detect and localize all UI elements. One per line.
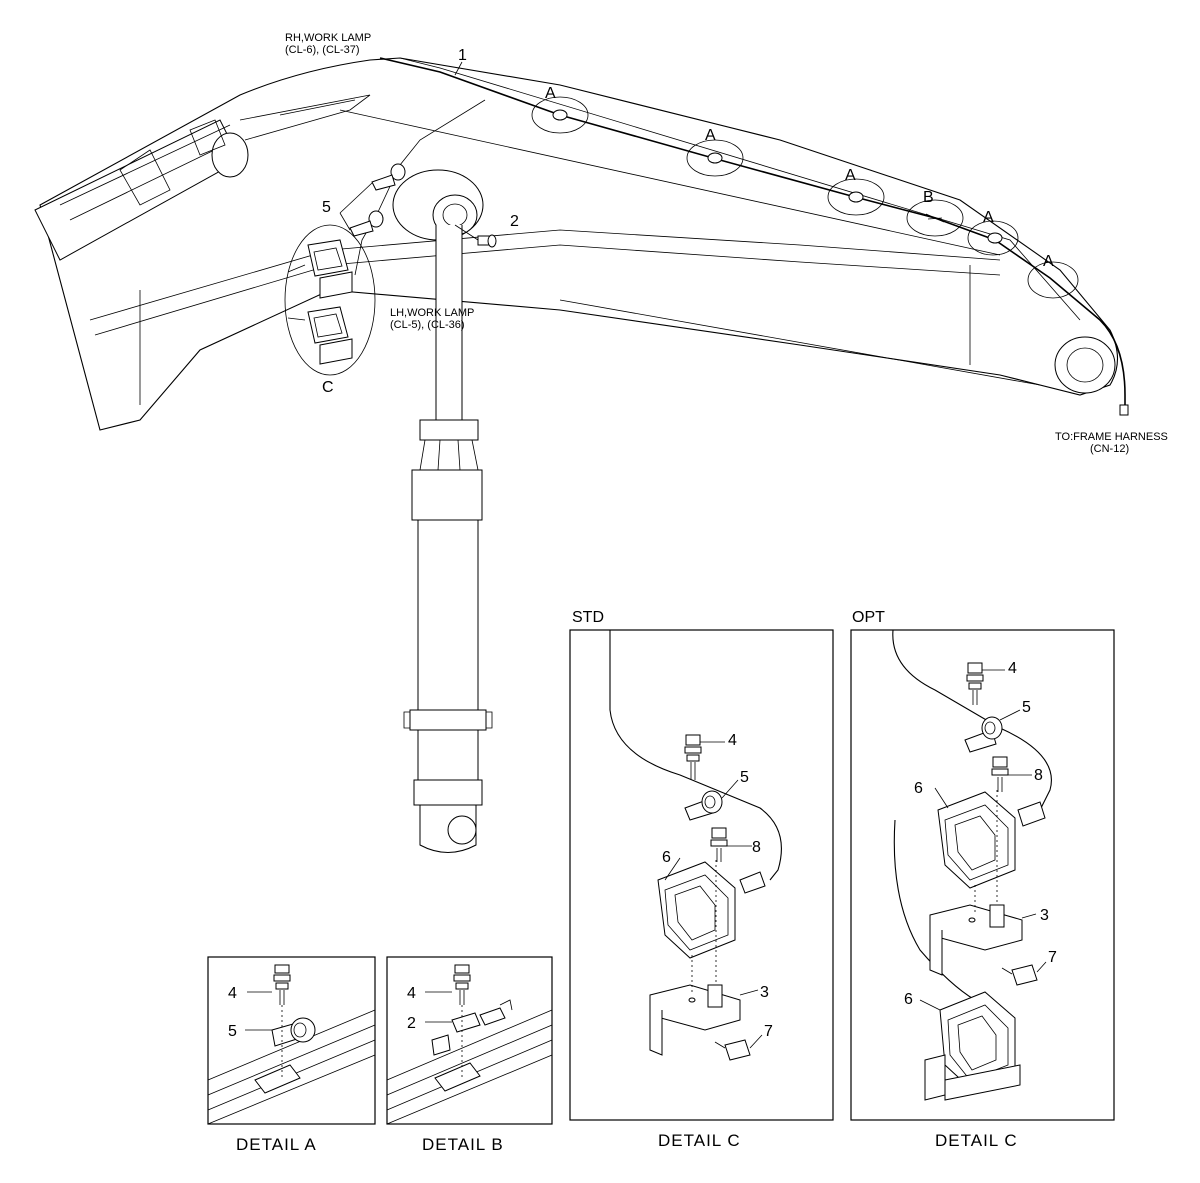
- detail-c-opt-panel: [850, 629, 1115, 1121]
- opt-part-7: 7: [1048, 949, 1057, 966]
- work-lamp-group-c: [284, 224, 376, 376]
- clamp-label-a: A: [845, 167, 856, 184]
- part-label-2: 2: [510, 213, 519, 230]
- rh-work-lamp-circuits: (CL-6), (CL-37): [285, 44, 360, 56]
- opt-part-6-lower: 6: [904, 991, 913, 1008]
- frame-connector: [1119, 404, 1129, 416]
- detail-c-circle: [284, 224, 376, 376]
- detail-b-part-2: 2: [407, 1015, 416, 1032]
- opt-part-6: 6: [914, 780, 923, 797]
- detail-c-marker: C: [322, 379, 334, 396]
- detail-b-panel: [386, 956, 553, 1125]
- arm-cylinder: [403, 225, 493, 853]
- opt-part-4: 4: [1008, 660, 1017, 677]
- clamp-a-circle: [531, 96, 589, 134]
- part-label-5: 5: [322, 199, 331, 216]
- std-label: STD: [572, 609, 604, 626]
- detail-a-part-5: 5: [228, 1023, 237, 1040]
- detail-a-title: DETAIL A: [236, 1135, 317, 1154]
- part-label-1: 1: [458, 47, 467, 64]
- detail-c-std-panel: [569, 629, 834, 1121]
- clamp-a-circle: [686, 139, 744, 177]
- opt-part-5: 5: [1022, 699, 1031, 716]
- clamp-markers: [531, 96, 1079, 299]
- opt-part-3: 3: [1040, 907, 1049, 924]
- clamp-label-a: A: [705, 127, 716, 144]
- lh-work-lamp-label: LH,WORK LAMP: [390, 307, 474, 319]
- std-part-4: 4: [728, 732, 737, 749]
- clamp-a-circle: [967, 220, 1019, 256]
- detail-c-std-title: DETAIL C: [658, 1131, 741, 1150]
- clamp-label-b: B: [923, 189, 934, 206]
- detail-b-part-4: 4: [407, 985, 416, 1002]
- std-part-3: 3: [760, 984, 769, 1001]
- clamp-label-a: A: [1043, 253, 1054, 270]
- clamp-label-a: A: [983, 209, 994, 226]
- clamp-a-circle: [1027, 261, 1079, 299]
- detail-a-part-4: 4: [228, 985, 237, 1002]
- frame-harness-connector: (CN-12): [1090, 443, 1129, 455]
- detail-b-title: DETAIL B: [422, 1135, 504, 1154]
- std-part-7: 7: [764, 1023, 773, 1040]
- detail-a-panel: [207, 956, 376, 1125]
- rh-work-lamp-label: RH,WORK LAMP: [285, 32, 371, 44]
- boom-structure: [34, 57, 1119, 431]
- std-part-6: 6: [662, 849, 671, 866]
- main-harness-wire: [379, 57, 1126, 408]
- clamp-label-a: A: [545, 85, 556, 102]
- opt-label: OPT: [852, 609, 885, 626]
- clamp-a-circle: [827, 178, 885, 216]
- detail-c-opt-title: DETAIL C: [935, 1131, 1018, 1150]
- clamp-b-circle: [906, 199, 964, 237]
- opt-part-8: 8: [1034, 767, 1043, 784]
- frame-harness-label: TO:FRAME HARNESS: [1055, 431, 1168, 443]
- std-part-8: 8: [752, 839, 761, 856]
- std-part-5: 5: [740, 769, 749, 786]
- pivot-clamps: [339, 163, 497, 248]
- lh-work-lamp-circuits: (CL-5), (CL-36): [390, 319, 465, 331]
